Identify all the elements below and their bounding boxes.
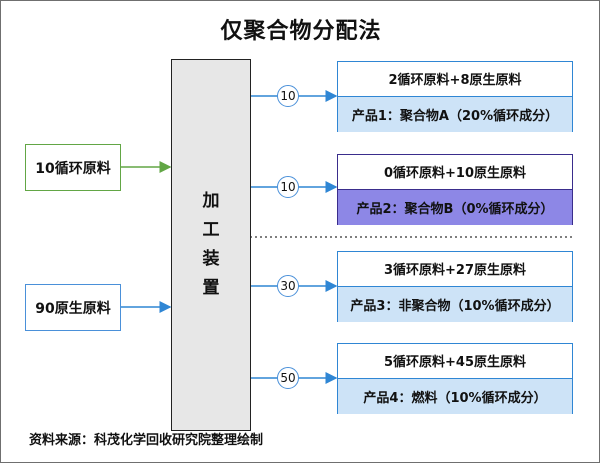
output-3-composition: 3循环原料+27原生原料	[383, 263, 527, 278]
output-box-2: 0循环原料+10原生原料 产品2：聚合物B（0%循环成分）	[337, 154, 573, 225]
source-note: 资料来源：科茂化学回收研究院整理绘制	[29, 433, 264, 448]
output-2-composition: 0循环原料+10原生原料	[383, 166, 527, 181]
device-char-1: 加	[202, 191, 220, 211]
device-char-2: 工	[202, 220, 220, 240]
device-char-4: 置	[202, 278, 220, 298]
input-virgin-label: 90原生原料	[35, 300, 111, 317]
output-box-3: 3循环原料+27原生原料 产品3：非聚合物（10%循环成分）	[337, 251, 573, 322]
output-1-composition: 2循环原料+8原生原料	[388, 73, 522, 88]
output-4-composition: 5循环原料+45原生原料	[383, 355, 527, 370]
flow-label-2: 10	[277, 176, 299, 198]
output-3-product: 产品3：非聚合物（10%循环成分）	[338, 286, 572, 322]
flow-label-4: 50	[277, 367, 299, 389]
device-char-3: 装	[202, 249, 220, 269]
flow-label-1: 10	[277, 85, 299, 107]
output-4-product: 产品4：燃料（10%循环成分）	[338, 378, 572, 414]
output-box-4: 5循环原料+45原生原料 产品4：燃料（10%循环成分）	[337, 343, 573, 414]
input-recycled-label: 10循环原料	[35, 160, 111, 177]
output-1-product: 产品1：聚合物A（20%循环成分）	[338, 96, 572, 132]
diagram-title: 仅聚合物分配法	[220, 19, 382, 44]
flow-label-3: 30	[277, 275, 299, 297]
input-recycled-box: 10循环原料	[25, 144, 121, 191]
input-virgin-box: 90原生原料	[25, 284, 121, 331]
output-box-1: 2循环原料+8原生原料 产品1：聚合物A（20%循环成分）	[337, 61, 573, 132]
processing-device: 加 工 装 置	[171, 59, 251, 431]
output-2-product: 产品2：聚合物B（0%循环成分）	[338, 189, 572, 225]
